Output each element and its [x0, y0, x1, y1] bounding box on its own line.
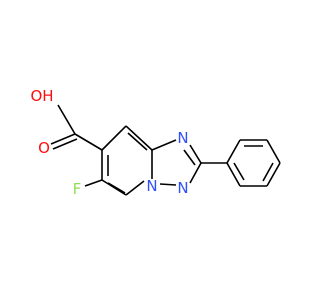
bonds [50, 104, 281, 196]
bond-c-oh [57, 104, 76, 135]
bond-n3-n4 [159, 183, 177, 186]
bond-c8a-n1 [151, 139, 177, 151]
bond-acid-ring [74, 133, 103, 151]
bond-ph-double-2 [262, 162, 274, 182]
atom-label-nitrogen-bridgehead: N [146, 177, 157, 195]
bond-ph-3 [266, 139, 281, 164]
atom-label-carbonyl-oxygen: O [38, 139, 50, 157]
atom-label-nitrogen-top: N [177, 129, 188, 147]
bond-ring-double-3 [107, 182, 126, 194]
atom-label-nitrogen-bottom: N [177, 179, 188, 197]
bond-c6-f [84, 179, 103, 187]
atom-label-hydroxyl: OH [30, 87, 53, 105]
bond-ph-double-3 [233, 162, 245, 181]
bond-n1-c2-double [183, 149, 196, 166]
chemical-structure-diagram: OH O F N N N [30, 87, 281, 198]
atom-label-fluorine: F [73, 180, 82, 198]
bond-ring-c7-c8 [101, 125, 127, 151]
bond-ring-c5-c6 [101, 179, 127, 196]
bond-ph-1 [226, 139, 241, 164]
atom-labels: OH O F N N N [30, 87, 188, 198]
bond-ph-4 [266, 162, 281, 187]
bond-n1-c2 [189, 144, 202, 164]
bond-ring-c8-c8a [125, 125, 153, 151]
bond-c-o-double-second [52, 138, 78, 150]
bond-ring-double-2 [127, 132, 148, 151]
bond-ring-n-c5 [125, 180, 145, 196]
bond-c2-n3 [189, 162, 202, 184]
bond-c-o-double [50, 133, 76, 145]
bond-ph-6 [226, 162, 241, 187]
